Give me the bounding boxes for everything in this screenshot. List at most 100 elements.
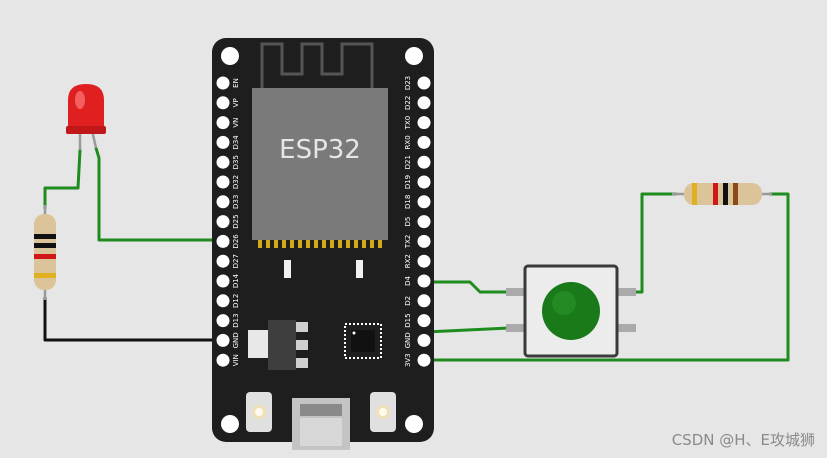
led-body — [68, 84, 104, 132]
left-pin-d14[interactable] — [216, 274, 230, 288]
push-button[interactable] — [506, 264, 636, 358]
chip-label: ESP32 — [279, 135, 361, 165]
mount-hole-top-right — [405, 47, 423, 65]
module-pad — [258, 240, 262, 248]
left-pin-label-d12: D12 — [232, 294, 240, 308]
left-pin-d33[interactable] — [216, 195, 230, 209]
reset-button[interactable] — [370, 392, 396, 432]
boot-button[interactable] — [246, 392, 272, 432]
right-pin-tx0[interactable] — [417, 116, 431, 130]
smd-led-left — [284, 260, 291, 278]
esp32-board: ESP32 — [212, 38, 434, 450]
left-pin-vin[interactable] — [216, 353, 230, 367]
right-pin-label-d19: D19 — [404, 175, 412, 189]
wire-gnd-to-button — [424, 326, 512, 334]
wire-resistor-to-gnd — [43, 296, 225, 342]
button-cap-highlight — [552, 291, 576, 315]
smd-led-right — [356, 260, 363, 278]
right-pin-d4[interactable] — [417, 274, 431, 288]
module-pad — [322, 240, 326, 248]
module-pad — [314, 240, 318, 248]
right-pin-tx2[interactable] — [417, 234, 431, 248]
button-leg-top-left — [506, 288, 528, 296]
right-pin-3v3[interactable] — [417, 353, 431, 367]
module-pads — [258, 240, 382, 248]
right-pin-d21[interactable] — [417, 155, 431, 169]
module-pad — [354, 240, 358, 248]
led — [66, 84, 106, 150]
right-pin-label-d4: D4 — [404, 276, 412, 286]
wire-d4-to-button — [424, 280, 512, 294]
left-pin-label-d14: D14 — [232, 273, 240, 288]
left-pin-d26[interactable] — [216, 234, 230, 248]
usb-serial-chip — [344, 323, 382, 359]
left-pin-label-d13: D13 — [232, 313, 240, 327]
module-pad — [290, 240, 294, 248]
resistor-led-band-1 — [34, 234, 56, 239]
right-pin-label-tx2: TX2 — [404, 235, 412, 250]
module-pad — [362, 240, 366, 248]
right-pin-label-d15: D15 — [404, 313, 412, 327]
wire-resistor-to-3v3 — [424, 192, 790, 362]
left-pin-d25[interactable] — [216, 215, 230, 229]
right-pin-d19[interactable] — [417, 175, 431, 189]
module-pad — [266, 240, 270, 248]
wire-led-to-resistor — [43, 148, 82, 210]
left-pin-label-d32: D32 — [232, 175, 240, 189]
left-pin-label-d34: D34 — [232, 135, 240, 150]
resistor-button — [672, 183, 772, 205]
left-pin-d27[interactable] — [216, 254, 230, 268]
mount-hole-bottom-left — [221, 415, 239, 433]
module-pad — [378, 240, 382, 248]
left-pin-label-en: EN — [232, 78, 240, 88]
right-pin-d23[interactable] — [417, 76, 431, 90]
resistor-button-band-3 — [723, 183, 728, 205]
resistor-button-band-4 — [733, 183, 738, 205]
button-leg-bottom-right — [614, 324, 636, 332]
resistor-led — [34, 205, 56, 300]
left-pin-d35[interactable] — [216, 155, 230, 169]
left-pin-vn[interactable] — [216, 116, 230, 130]
right-pin-label-d21: D21 — [404, 155, 412, 169]
micro-usb-port[interactable] — [292, 398, 350, 450]
right-pin-gnd[interactable] — [417, 333, 431, 347]
right-pin-rx0[interactable] — [417, 135, 431, 149]
left-pin-label-d27: D27 — [232, 254, 240, 268]
led-base-rim — [66, 126, 106, 134]
right-pin-header: D23D22TX0RX0D21D19D18D5TX2RX2D4D2D15GND3… — [404, 76, 431, 367]
left-pin-label-vn: VN — [232, 118, 240, 128]
left-pin-d12[interactable] — [216, 294, 230, 308]
right-pin-rx2[interactable] — [417, 254, 431, 268]
left-pin-label-d35: D35 — [232, 155, 240, 169]
left-pin-label-d26: D26 — [232, 234, 240, 249]
resistor-led-band-3 — [34, 254, 56, 259]
right-pin-label-d23: D23 — [404, 76, 412, 90]
module-pad — [282, 240, 286, 248]
right-pin-d2[interactable] — [417, 294, 431, 308]
right-pin-d15[interactable] — [417, 314, 431, 328]
left-pin-en[interactable] — [216, 76, 230, 90]
right-pin-label-d2: D2 — [404, 296, 412, 306]
wire-button-to-resistor — [630, 192, 678, 294]
resistor-led-band-2 — [34, 243, 56, 248]
button-leg-top-right — [614, 288, 636, 296]
voltage-regulator — [248, 320, 308, 370]
left-pin-d34[interactable] — [216, 135, 230, 149]
left-pin-gnd[interactable] — [216, 333, 230, 347]
right-pin-label-d5: D5 — [404, 217, 412, 227]
right-pin-d5[interactable] — [417, 215, 431, 229]
right-pin-d18[interactable] — [417, 195, 431, 209]
right-pin-d22[interactable] — [417, 96, 431, 110]
resistor-led-band-4 — [34, 273, 56, 278]
module-pad — [346, 240, 350, 248]
right-pin-label-rx2: RX2 — [404, 254, 412, 268]
left-pin-d32[interactable] — [216, 175, 230, 189]
left-pin-d13[interactable] — [216, 314, 230, 328]
button-leg-bottom-left — [506, 324, 528, 332]
mount-hole-bottom-right — [405, 415, 423, 433]
resistor-button-band-2 — [713, 183, 718, 205]
module-pad — [370, 240, 374, 248]
wire-led-to-d26 — [94, 146, 225, 242]
left-pin-vp[interactable] — [216, 96, 230, 110]
left-pin-label-d25: D25 — [232, 214, 240, 228]
